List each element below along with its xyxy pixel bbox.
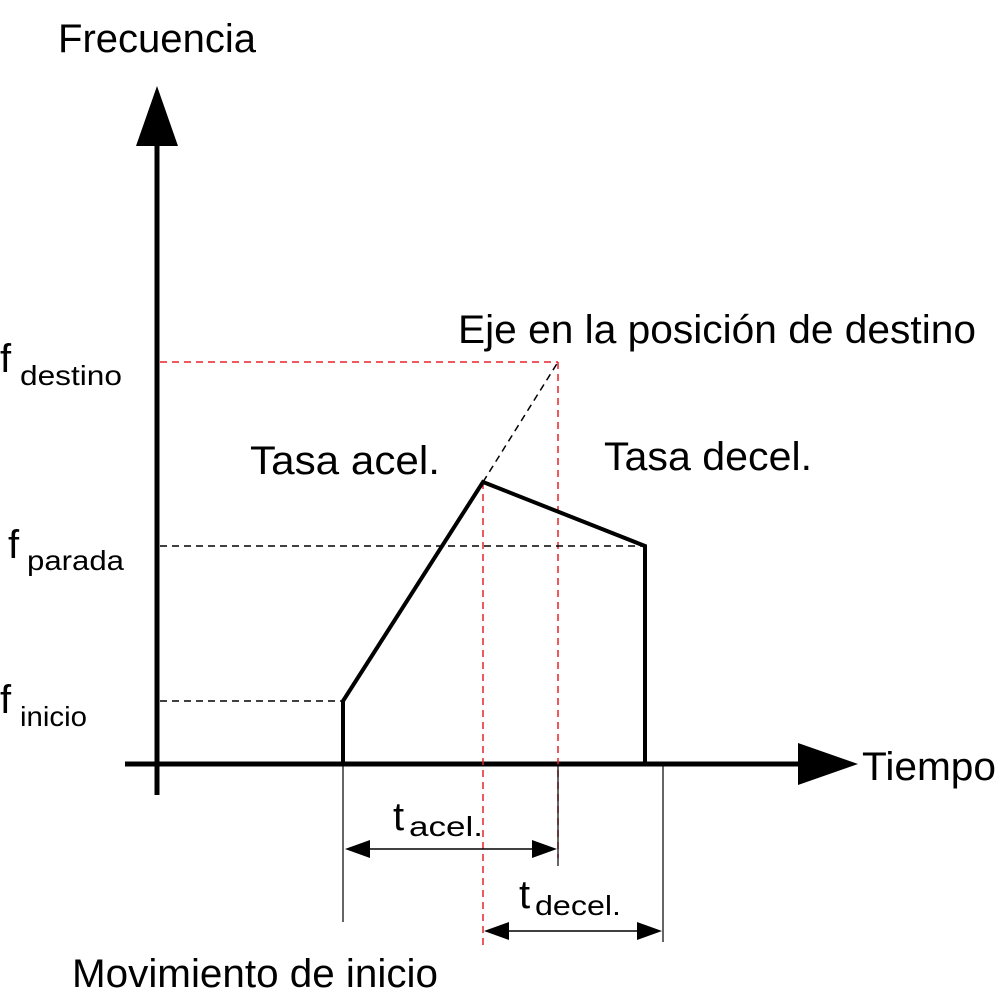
target-position-label: Eje en la posición de destino [458, 308, 976, 352]
accel-rate-label: Tasa acel. [250, 439, 440, 483]
accel-duration-arrow-left [345, 840, 370, 858]
start-movement-label: Movimiento de inicio [72, 952, 438, 996]
y-axis-arrowhead [136, 86, 178, 146]
speed-profile [341, 479, 647, 764]
x-axis-arrowhead [798, 743, 858, 785]
accel-duration-arrow-right [532, 840, 557, 858]
decel-duration-arrow-left [484, 922, 509, 940]
y-axis-label: Frecuencia [58, 17, 257, 61]
decel-rate-label: Tasa decel. [604, 435, 812, 479]
accel-extension-line [482, 361, 559, 483]
x-axis-label: Tiempo [862, 745, 996, 789]
decel-duration-arrow-right [637, 922, 662, 940]
